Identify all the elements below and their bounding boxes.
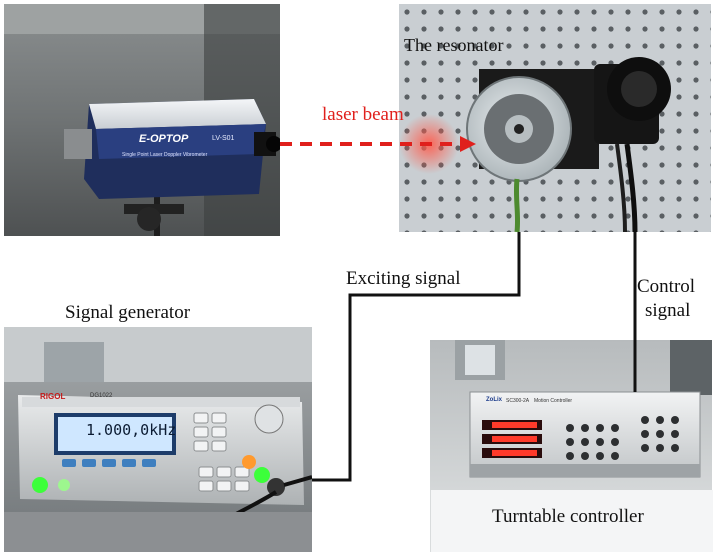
laser-model-text: LV-S01 [212, 135, 235, 142]
control-signal-label-line2: signal [645, 300, 691, 321]
laser-subtitle-text: Single Point Laser Doppler Vibrometer [122, 152, 208, 158]
resonator-photo [399, 4, 711, 232]
exciting-signal-wire [312, 232, 521, 482]
laser-vibrometer-photo: E-OPTOP LV-S01 Single Point Laser Dopple… [4, 4, 280, 236]
exciting-signal-label: Exciting signal [346, 268, 461, 289]
turntable-controller-label: Turntable controller [492, 506, 644, 527]
control-signal-label-line1: Control [637, 276, 696, 297]
laser-brand-text: E-OPTOP [139, 133, 189, 145]
controller-subtitle-text: Motion Controller [534, 398, 573, 404]
signal-generator-photo: RIGOL DG1022 1.000,0kHz [4, 327, 312, 552]
controller-label-plate [430, 490, 713, 552]
resonator-label: The resonator [404, 35, 504, 55]
turntable-controller-photo: ZoLix SC300-2A Motion Controller [430, 340, 712, 490]
generator-model-text: DG1022 [90, 393, 113, 399]
controller-model-text: SC300-2A [506, 398, 530, 404]
laser-beam-arrowhead [460, 136, 476, 152]
laser-beam-label: laser beam [322, 104, 404, 125]
generator-brand-text: RIGOL [40, 392, 66, 401]
signal-generator-label: Signal generator [65, 302, 191, 323]
generator-display-readout: 1.000,0kHz [86, 421, 177, 439]
controller-brand-text: ZoLix [486, 397, 502, 403]
